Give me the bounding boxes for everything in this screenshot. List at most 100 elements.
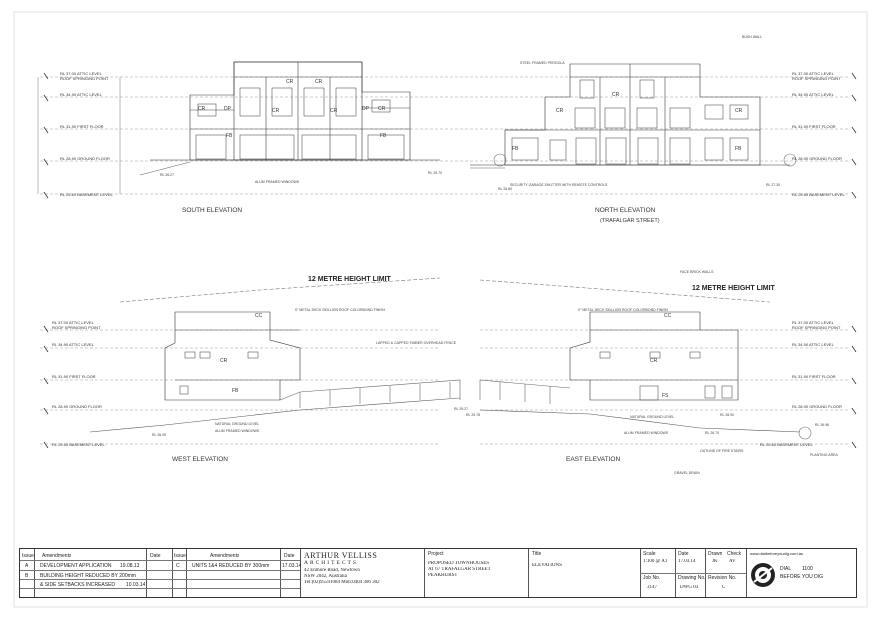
note-face-brick: FACE BRICK WALLS <box>680 270 714 274</box>
note-rl-east-4: RL 26.96 <box>815 423 829 427</box>
view-subtitle-north: (TRAFALGAR STREET) <box>600 218 660 224</box>
note-planting: PLANTING AREA <box>810 453 838 457</box>
row-b2-date: 10.03.14 <box>126 582 146 588</box>
note-rl-east-2: RL 26.90 <box>720 413 734 417</box>
date-label: Date <box>678 551 689 557</box>
row-a-text: DEVELOPMENT APPLICATION <box>40 563 112 569</box>
check-value: AV <box>729 559 736 564</box>
north-level-first: RL 31.90 FIRST FLOOR <box>792 124 836 129</box>
note-timber: LAPPED & CAPPED TIMBER OVERHEAD FENCE <box>376 341 457 345</box>
room-label-cr: CR <box>272 108 280 114</box>
south-level-attic2: RL 34.90 ATTIC LEVEL <box>60 92 103 97</box>
height-limit-east: 12 METRE HEIGHT LIMIT <box>692 285 776 292</box>
room-label-cr: CR <box>330 108 338 114</box>
date-value: 17.03.14 <box>678 559 696 564</box>
scale-value: 1:100 @ A1 <box>643 559 668 564</box>
room-label-cc: CC <box>664 313 672 319</box>
th-amendments-2: Amendments <box>210 553 240 559</box>
row-c-date: 17.03.14 <box>282 563 302 569</box>
row-b-text: BUILDING HEIGHT REDUCED BY 200mm <box>40 573 136 579</box>
south-level-roof: ROOF SPRINGING POINT <box>60 76 109 81</box>
note-rl-north-2: RL 26.80 <box>498 187 512 191</box>
view-title-south: SOUTH ELEVATION <box>182 207 242 214</box>
check-label: Check <box>727 551 742 557</box>
room-label-fb: FB <box>735 146 742 152</box>
note-metal-deck-east: 0° METAL DECK SKILLION ROOF COLORBOND FI… <box>578 308 669 312</box>
west-level-ground: RL 28.90 GROUND FLOOR <box>52 404 102 409</box>
west-elevation <box>40 277 461 445</box>
note-rl-south: RL 26.27 <box>160 173 174 177</box>
view-title-north: NORTH ELEVATION <box>595 207 656 214</box>
drawn-value: JK <box>712 559 718 564</box>
note-alum-windows-south: ALUM FRAMED WINDOWS <box>255 180 300 184</box>
room-label-cr: CR <box>378 106 386 112</box>
room-label-cc: CC <box>255 313 263 319</box>
note-rl-north-3: RL 27.30 <box>766 183 780 187</box>
note-pergola: STEEL FRAMED PERGOLA <box>520 61 565 65</box>
south-level-attic: RL 37.00 ATTIC LEVEL <box>60 71 103 76</box>
room-label-fb: FB <box>380 133 387 139</box>
note-rl-east-1: RL 29.78 <box>466 413 480 417</box>
note-alum-windows-west: ALUM FRAMED WINDOWS <box>215 429 260 433</box>
room-label-cr: CR <box>556 108 564 114</box>
dial-before-you-dig-logo <box>751 563 775 587</box>
north-level-basement: RL 25.60 BASEMENT LEVEL <box>792 192 845 197</box>
title-value: ELEVATIONS <box>532 563 562 568</box>
south-level-ground: RL 28.90 GROUND FLOOR <box>60 156 110 161</box>
room-label-cr: CR <box>612 92 620 98</box>
title-label: Title <box>532 551 542 557</box>
th-issue: Issue <box>22 553 34 559</box>
note-rl-north-1: RL 29.70 <box>428 171 442 175</box>
architect-address-1: 42 Enmore Road, Newtown <box>304 568 360 573</box>
note-natural-ground-west: NATURAL GROUND LEVEL <box>215 422 259 426</box>
south-level-basement: RL 25.60 BASEMENT LEVEL <box>60 192 113 197</box>
view-title-east: EAST ELEVATION <box>566 456 620 463</box>
th-amendments: Amendments <box>42 553 72 559</box>
note-rl-west-1: RL 26.99 <box>152 433 166 437</box>
th-issue-2: Issue <box>174 553 186 559</box>
sheet-border <box>13 11 868 608</box>
drawn-label: Drawn <box>708 551 723 557</box>
dial-url[interactable]: www.dialbeforeyoudig.com.au <box>750 551 804 556</box>
south-left-dims <box>37 77 121 194</box>
room-label-cr: CR <box>198 106 206 112</box>
note-security: SECURITY GARAGE SHUTTER WITH REMOTE CONT… <box>510 183 608 187</box>
note-fire-stairs: OUTLINE OF FIRE STAIRS <box>700 449 744 453</box>
revision-value: C <box>722 585 726 590</box>
title-block: Issue Amendments Date Issue Amendments D… <box>19 548 857 598</box>
architect-address-2: NSW 2042, Australia <box>304 574 347 579</box>
scale-label: Scale <box>643 551 656 557</box>
room-label-fb: FB <box>226 133 233 139</box>
project-line-1: PROPOSED TOWNHOUSES <box>428 561 490 566</box>
architect-sub: ARCHITECTS <box>304 560 358 566</box>
north-level-ground: RL 28.90 GROUND FLOOR <box>792 156 842 161</box>
west-level-basement: RL 25.60 BASEMENT LEVEL <box>52 442 105 447</box>
room-label-fb: FB <box>232 388 239 394</box>
east-level-attic: RL 37.00 ATTIC LEVEL <box>792 320 835 325</box>
north-level-attic2: RL 34.90 ATTIC LEVEL <box>792 92 835 97</box>
drawing-label: Drawing No. <box>678 575 706 581</box>
room-label-fs: FS <box>662 393 669 399</box>
north-elevation <box>440 63 850 195</box>
row-c-text: UNITS 1&4 REDUCED BY 300mm <box>192 563 270 569</box>
room-label-cr: CR <box>220 358 228 364</box>
drawing-value: DWG 03 <box>680 585 699 590</box>
architect-phone: Tel:(02)95591084 Mob:0404 306 302 <box>304 580 380 585</box>
job-label: Job No. <box>643 575 661 581</box>
room-label-cr: CR <box>650 358 658 364</box>
south-level-first: RL 31.90 FIRST FLOOR <box>60 124 104 129</box>
room-label-dp: DP <box>224 106 232 112</box>
east-elevation <box>479 279 850 445</box>
row-a-date: 19.08.13 <box>120 563 140 569</box>
room-label-cr: CR <box>315 79 323 85</box>
east-level-attic2: RL 34.90 ATTIC LEVEL <box>792 342 835 347</box>
dial-text: DIAL <box>780 566 792 572</box>
west-level-attic: RL 37.00 ATTIC LEVEL <box>52 320 95 325</box>
dial-number: 1100 <box>802 566 813 572</box>
project-label: Project <box>428 551 444 557</box>
east-level-ground: RL 28.90 GROUND FLOOR <box>792 404 842 409</box>
north-level-roof: ROOF SPRINGING POINT <box>792 76 841 81</box>
row-b-issue: B <box>25 573 29 579</box>
row-b2-text: & SIDE SETBACKS INCREASED <box>40 582 116 588</box>
